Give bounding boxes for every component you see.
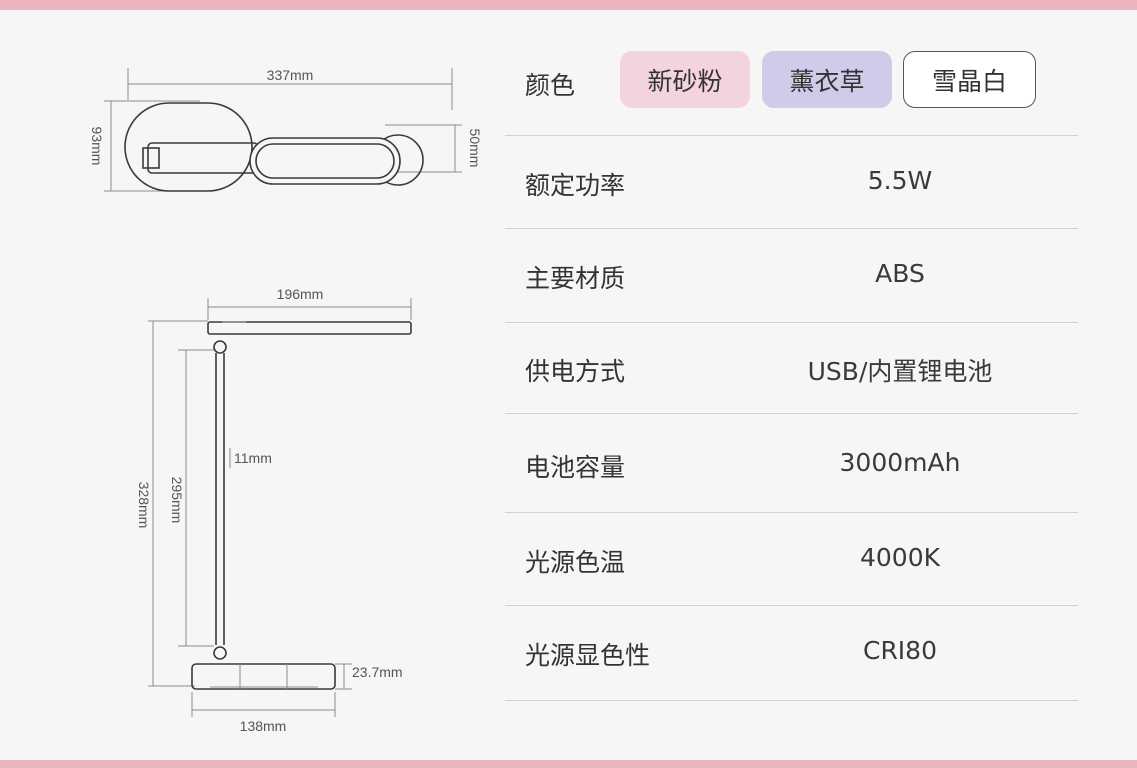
spec-row: 光源色温 4000K [505, 513, 1078, 606]
spec-label: 主要材质 [525, 264, 626, 293]
top-accent-bar [0, 0, 1137, 10]
spec-value: 3000mAh [839, 448, 961, 477]
dim-base-width: 138mm [240, 718, 287, 734]
color-label: 颜色 [525, 71, 576, 100]
dim-top-height: 93mm [89, 127, 105, 166]
color-option-lavender[interactable]: 薰衣草 [762, 51, 892, 108]
spec-label: 额定功率 [525, 171, 626, 200]
spec-value: CRI80 [862, 636, 937, 665]
side-view-base [191, 663, 336, 690]
top-view-head [249, 137, 401, 185]
bottom-accent-bar [0, 760, 1137, 768]
spec-row: 额定功率 5.5W [505, 136, 1078, 229]
side-view-head [207, 321, 412, 335]
side-view-drawing: 196mm 328mm 295mm 11mm 23.7mm 138mm [136, 286, 412, 734]
lamp-dimension-drawing: 337mm 93mm 50mm 196mm 328mm [89, 67, 483, 734]
dim-base-height: 23.7mm [352, 664, 403, 680]
dim-total-height: 328mm [136, 482, 152, 529]
spec-label: 光源色温 [525, 548, 626, 577]
top-view-arm [147, 142, 259, 174]
spec-value: ABS [875, 259, 925, 288]
color-row: 颜色 新砂粉 薰衣草 雪晶白 [505, 44, 1078, 136]
dim-head-height: 50mm [467, 129, 483, 168]
spec-label: 供电方式 [525, 357, 626, 386]
dim-pole-width: 11mm [234, 450, 272, 466]
spec-row: 电池容量 3000mAh [505, 414, 1078, 513]
dim-pole-height: 295mm [169, 477, 185, 524]
dim-head-length: 196mm [277, 286, 324, 302]
spec-row: 主要材质 ABS [505, 229, 1078, 323]
spec-value: USB/内置锂电池 [807, 357, 993, 386]
spec-row: 供电方式 USB/内置锂电池 [505, 323, 1078, 414]
spec-value: 5.5W [867, 166, 933, 195]
spec-label: 光源显色性 [525, 641, 651, 670]
color-option-pink[interactable]: 新砂粉 [620, 51, 750, 108]
top-view-base [124, 102, 253, 192]
color-option-white[interactable]: 雪晶白 [903, 51, 1036, 108]
top-view-drawing: 337mm 93mm 50mm [89, 67, 483, 192]
spec-row: 光源显色性 CRI80 [505, 606, 1078, 701]
spec-value: 4000K [859, 543, 941, 572]
dim-top-width: 337mm [267, 67, 314, 83]
spec-label: 电池容量 [525, 453, 626, 482]
